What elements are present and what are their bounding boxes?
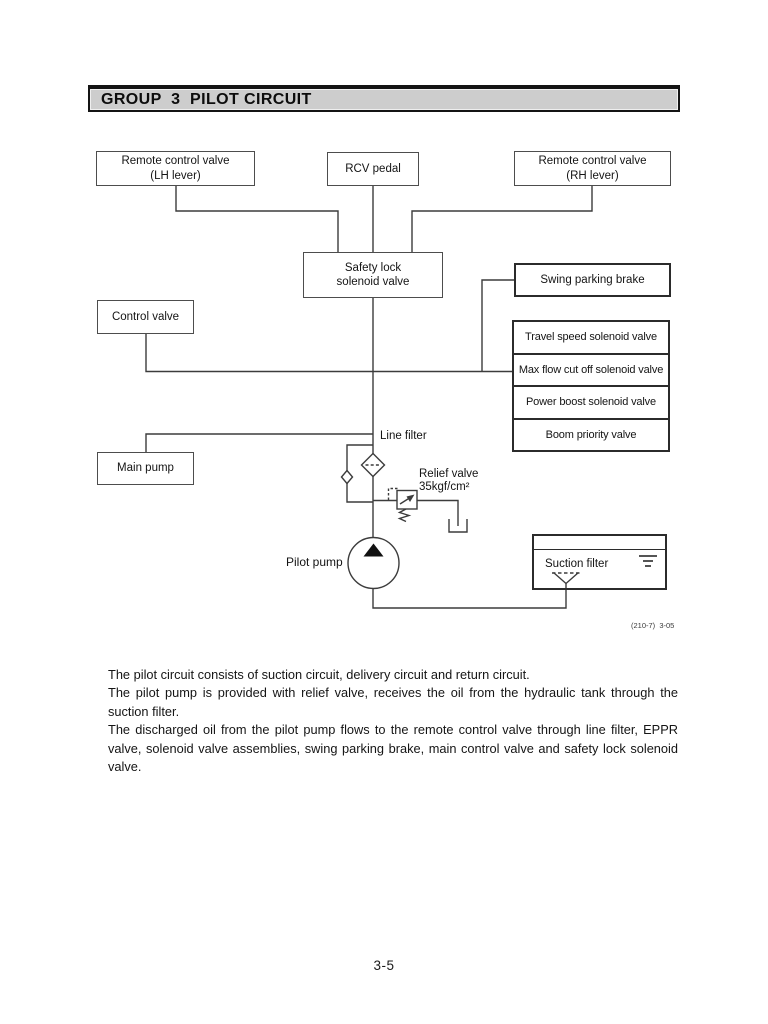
- box-label: Remote control valve: [538, 155, 647, 168]
- tank-top-line: [534, 549, 665, 550]
- pilot-pump-icon: [347, 536, 400, 590]
- body-text: The pilot circuit consists of suction ci…: [108, 666, 678, 776]
- box-rcv-pedal: RCV pedal: [327, 152, 419, 186]
- pilot-line-icon: [387, 487, 398, 500]
- box-label: Swing parking brake: [540, 273, 645, 286]
- box-label: Safety lock: [344, 261, 402, 274]
- body-line: The pilot pump is provided with relief v…: [108, 685, 678, 701]
- page-number: 3-5: [373, 958, 395, 973]
- connector-rh-to-safety: [411, 186, 593, 252]
- body-line: suction filter.: [108, 703, 180, 719]
- strainer-icon: [552, 571, 580, 585]
- pump-flow-triangle-icon: [363, 543, 384, 557]
- box-remote-control-valve-rh: Remote control valve (RH lever): [514, 151, 671, 186]
- pilot-pump-label: Pilot pump: [286, 555, 343, 569]
- drain-tank-icon: [448, 519, 468, 533]
- suction-line: [372, 583, 567, 609]
- box-main-pump: Main pump: [97, 452, 194, 485]
- box-boom-priority-valve: Boom priority valve: [514, 417, 668, 451]
- box-label: Main pump: [117, 462, 174, 475]
- box-remote-control-valve-lh: Remote control valve (LH lever): [96, 151, 255, 186]
- box-safety-lock-solenoid-valve: Safety lock solenoid valve: [303, 252, 443, 298]
- connector-control-valve: [145, 334, 512, 373]
- connector-main-pump: [145, 433, 373, 452]
- box-label: RCV pedal: [345, 162, 401, 175]
- suction-filter-label: Suction filter: [545, 558, 609, 570]
- section-title: GROUP 3 PILOT CIRCUIT: [101, 91, 312, 108]
- box-travel-speed-solenoid-valve: Travel speed solenoid valve: [525, 331, 657, 344]
- relief-valve-label: Relief valve: [419, 468, 479, 480]
- body-line: valve.: [108, 759, 142, 775]
- solenoid-valve-stack: Travel speed solenoid valve Max flow cut…: [512, 320, 670, 452]
- box-power-boost-solenoid-valve: Power boost solenoid valve: [514, 385, 668, 418]
- connector-lh-to-safety: [175, 186, 339, 252]
- section-header-bar: GROUP 3 PILOT CIRCUIT: [88, 85, 680, 112]
- line-filter-label: Line filter: [380, 430, 427, 442]
- box-max-flow-cut-off-solenoid-valve: Max flow cut off solenoid valve: [514, 352, 668, 386]
- relief-valve-icon: [387, 487, 418, 523]
- connector-swing-brake: [481, 279, 514, 372]
- body-line: The discharged oil from the pilot pump f…: [108, 722, 678, 738]
- check-valve-icon: [340, 469, 354, 485]
- relief-pressure-label: 35kgf/cm²: [419, 481, 470, 493]
- body-line: valve, solenoid valve assemblies, swing …: [108, 740, 678, 756]
- circuit-diagram-lines: [145, 186, 593, 609]
- box-control-valve: Control valve: [97, 300, 194, 334]
- line-filter-icon: [360, 452, 386, 478]
- box-label: (LH lever): [150, 169, 201, 182]
- box-swing-parking-brake: Swing parking brake: [514, 263, 671, 297]
- box-label: Remote control valve: [121, 155, 230, 168]
- hydraulic-tank: Suction filter: [532, 534, 667, 590]
- body-line: The pilot circuit consists of suction ci…: [108, 667, 530, 682]
- relief-spring-icon: [397, 508, 412, 523]
- box-label: (RH lever): [566, 169, 619, 182]
- box-label: solenoid valve: [336, 276, 410, 288]
- figure-reference-number: (210-7) 3-05: [631, 621, 675, 630]
- box-label: Control valve: [111, 310, 180, 323]
